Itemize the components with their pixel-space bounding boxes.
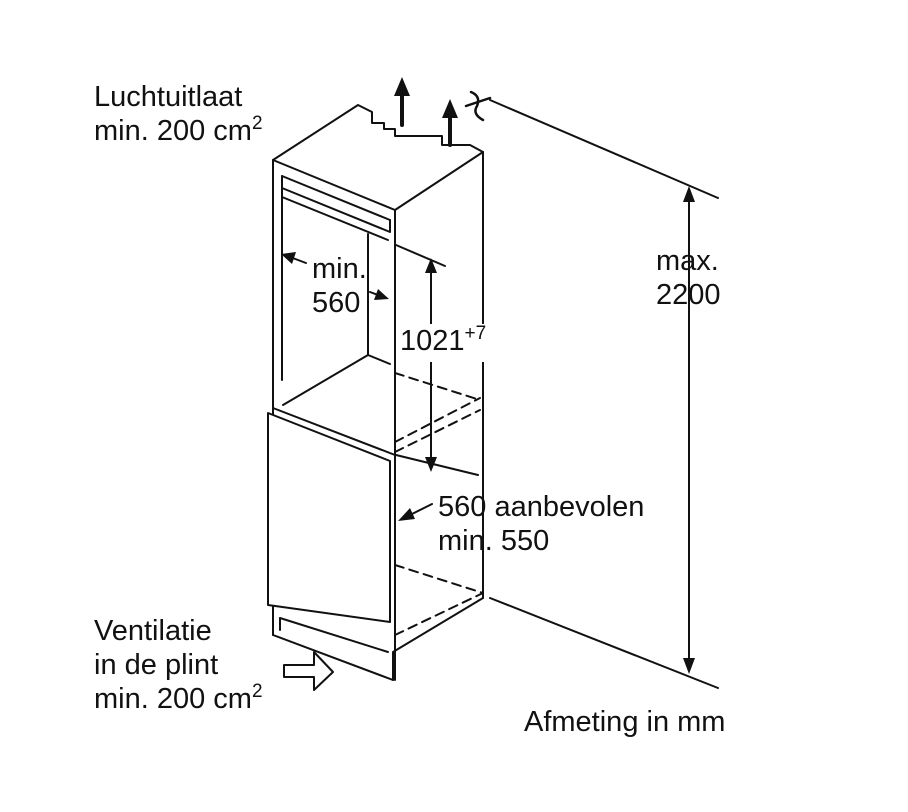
plinth [279,617,389,653]
width-min-label: min. 560 [312,253,367,319]
break-symbol [469,90,485,122]
air-arrow-1 [394,77,410,96]
air-arrow-2 [442,99,458,118]
air-outlet-label: Luchtuitlaat min. 200 cm2 [94,81,263,147]
niche-height-label: 1021+7 [400,323,489,362]
niche-height-dimension [395,244,479,476]
hidden-lines [394,372,484,636]
appliance-door [267,354,396,623]
max-height-dimension [489,99,719,689]
depth-label: 560 aanbevolen min. 550 [438,491,645,557]
plinth-vent-label: Ventilatie in de plint min. 200 cm2 [94,615,263,715]
units-note: Afmeting in mm [524,706,726,738]
max-height-label: max. 2200 [656,245,721,311]
plinth-vent-arrow [283,651,334,691]
top-recess [281,175,391,381]
